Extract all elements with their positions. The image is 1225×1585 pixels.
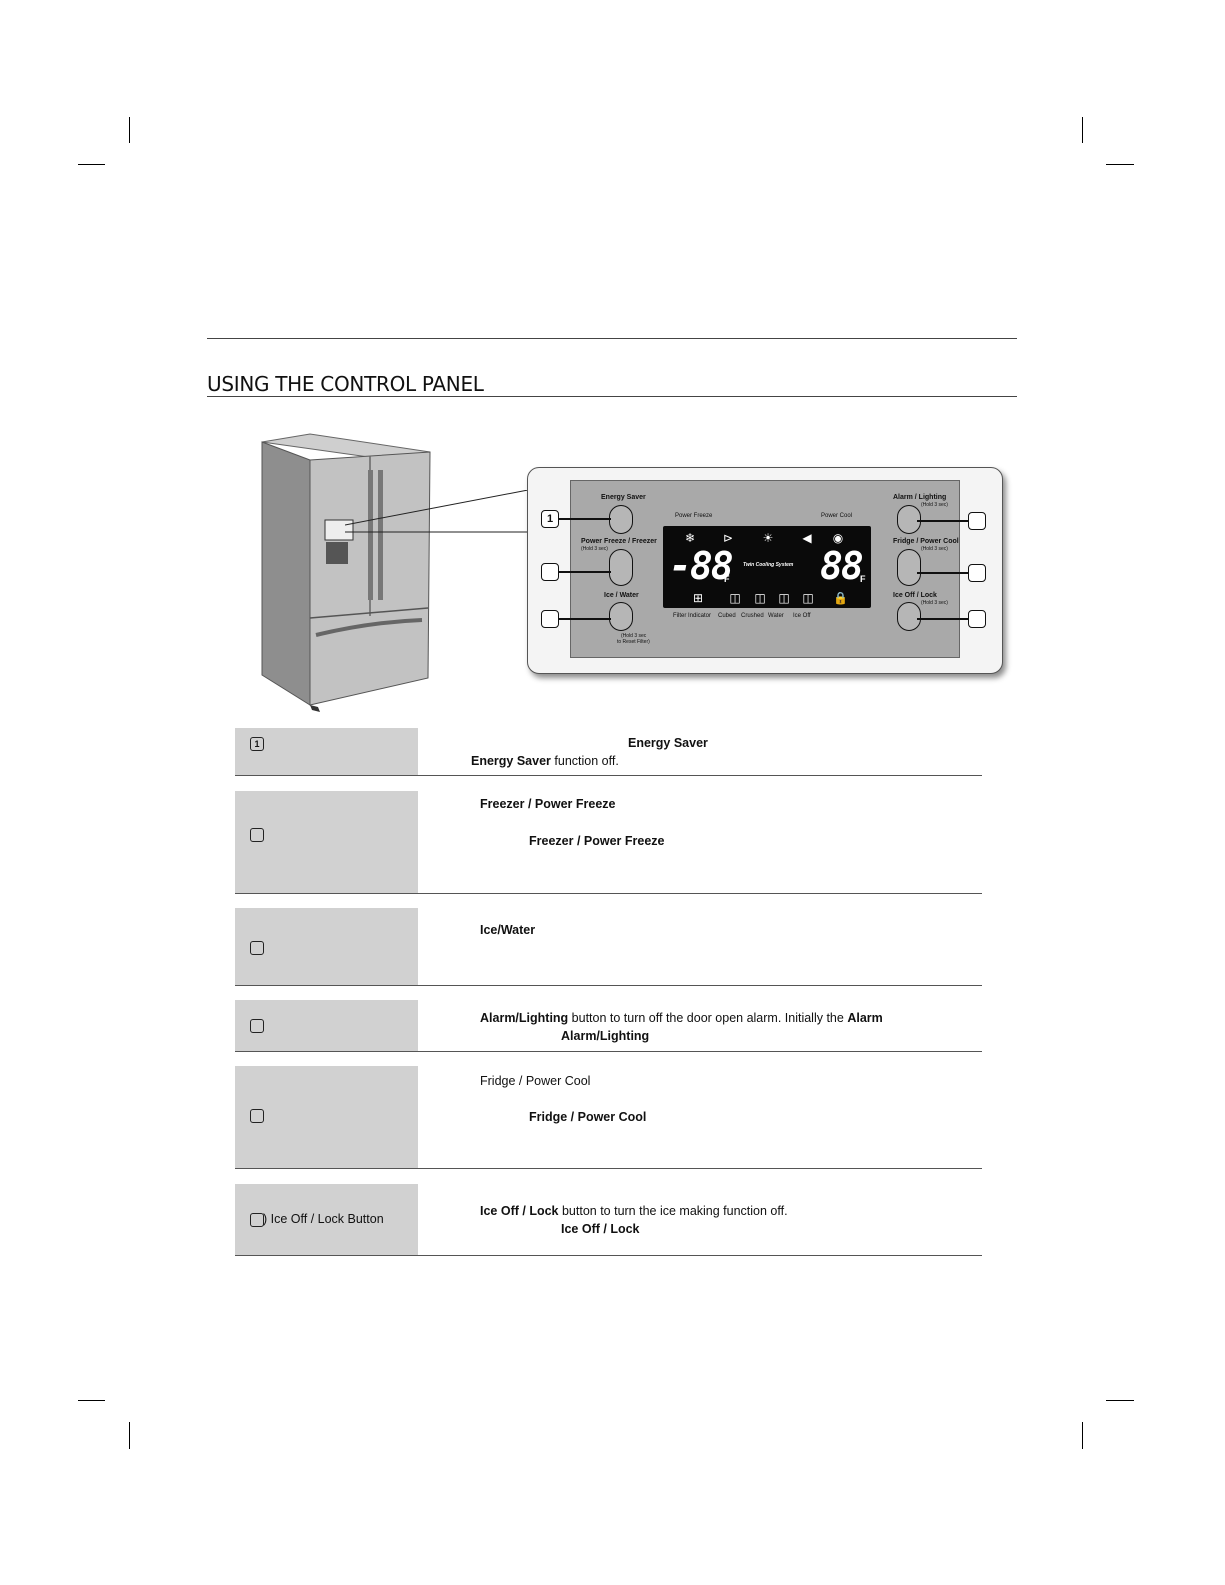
freezer-unit: F (724, 574, 730, 584)
row-text-bold: Freezer / Power Freeze (529, 834, 665, 848)
crushed-label: Crushed (741, 613, 764, 619)
row-label-cell (235, 1000, 418, 1051)
hold-reset-label-1: (Hold 3 sec (621, 633, 647, 639)
hold-3-sec-label: (Hold 3 sec) (921, 600, 948, 606)
crop-mark (129, 117, 130, 143)
fridge-temperature-digits: 88 (820, 544, 864, 588)
water-icon: ◫ (778, 591, 790, 605)
row-text-bold: Alarm/Lighting (561, 1029, 650, 1043)
freezer-temperature-digits: -88 (669, 544, 734, 588)
hold-3-sec-label: (Hold 3 sec) (921, 546, 948, 552)
refrigerator-illustration (261, 433, 431, 712)
callout-leader (917, 572, 968, 574)
power-cool-icon: ◉ (832, 531, 844, 545)
row-label-cell (235, 728, 418, 775)
ice-off-lock-row-label: ) Ice Off / Lock Button (263, 1212, 384, 1226)
table-row: 1 Energy Saver Energy Saver function off… (235, 728, 982, 776)
crop-mark (129, 1422, 130, 1449)
row-text: Ice Off / Lock button to turn the ice ma… (480, 1204, 788, 1218)
callout-leader (559, 518, 611, 520)
cubed-label: Cubed (718, 613, 736, 619)
energy-saver-button[interactable] (609, 505, 633, 534)
power-freeze-label: Power Freeze (675, 513, 713, 519)
ice-off-lock-label: Ice Off / Lock (893, 592, 937, 599)
alarm-lighting-label: Alarm / Lighting (893, 494, 947, 501)
row-text: Alarm/Lighting button to turn off the do… (480, 1011, 883, 1025)
water-label: Water (768, 613, 784, 619)
callout-leader (559, 618, 611, 620)
control-panel: Energy Saver Power Freeze / Freezer (Hol… (527, 467, 1003, 674)
crop-mark (78, 1400, 105, 1401)
callout-leader (559, 571, 611, 573)
row-label-cell (235, 1066, 418, 1168)
callout-2 (541, 563, 559, 581)
row-text-bold: Ice/Water (480, 923, 536, 937)
crushed-icon: ◫ (754, 591, 766, 605)
zoom-lines (345, 490, 529, 533)
crop-mark (1106, 1400, 1134, 1401)
energy-saver-label: Energy Saver (601, 494, 646, 501)
table-row: Alarm/Lighting button to turn off the do… (235, 1000, 982, 1052)
row-label-cell (235, 791, 418, 893)
title-rule (207, 396, 1017, 397)
callout-3 (541, 610, 559, 628)
hold-reset-label-2: to Reset Filter) (617, 639, 650, 645)
row-label-cell (235, 908, 418, 985)
crop-mark (78, 164, 105, 165)
fridge-power-cool-label: Fridge / Power Cool (893, 538, 959, 545)
hold-3-sec-label: (Hold 3 sec) (581, 546, 608, 552)
row-text: Energy Saver function off. (471, 754, 619, 768)
row-text-bold: Energy Saver (628, 736, 708, 750)
filter-indicator-label: Filter Indicator (673, 613, 712, 619)
row-text-bold: Ice Off / Lock (561, 1222, 640, 1236)
twin-cooling-label: Twin Cooling System (743, 562, 794, 568)
ice-water-label: Ice / Water (604, 592, 639, 599)
callout-5 (968, 564, 986, 582)
fridge-power-cool-button[interactable] (897, 549, 921, 586)
power-freeze-freezer-label: Power Freeze / Freezer (581, 538, 657, 545)
crop-mark (1082, 117, 1083, 143)
row-number-box (250, 828, 264, 842)
callout-1: 1 (541, 510, 559, 528)
callout-6 (968, 610, 986, 628)
row-number-box (250, 1019, 264, 1033)
row-text: Fridge / Power Cool (480, 1074, 591, 1088)
ice-off-label: Ice Off (793, 613, 811, 619)
power-freeze-freezer-button[interactable] (609, 549, 633, 586)
ice-water-button[interactable] (609, 602, 633, 631)
row-text-bold: Fridge / Power Cool (529, 1110, 647, 1124)
energy-saver-icon: ⊳ (722, 531, 734, 545)
lock-icon: 🔒 (833, 591, 848, 605)
row-number-box (250, 1109, 264, 1123)
crop-mark (1106, 164, 1134, 165)
callout-4 (968, 512, 986, 530)
snowflake-icon: ❄ (684, 531, 696, 545)
table-row: Fridge / Power Cool Fridge / Power Cool (235, 1066, 982, 1169)
callout-leader (917, 618, 968, 620)
table-row: Freezer / Power Freeze Freezer / Power F… (235, 791, 982, 894)
row-number-box: 1 (250, 737, 264, 751)
alarm-lighting-button[interactable] (897, 505, 921, 534)
crop-mark (1082, 1422, 1083, 1449)
light-icon: ☀ (762, 531, 774, 545)
table-row: Ice/Water (235, 908, 982, 986)
table-row: ) Ice Off / Lock Button Ice Off / Lock b… (235, 1184, 982, 1256)
cubed-icon: ◫ (729, 591, 741, 605)
row-number-box (250, 1213, 264, 1227)
callout-leader (917, 520, 968, 522)
alarm-icon: ◀ (802, 531, 812, 545)
control-panel-face: Energy Saver Power Freeze / Freezer (Hol… (570, 480, 960, 658)
hold-3-sec-label: (Hold 3 sec) (921, 502, 948, 508)
row-number-box (250, 941, 264, 955)
filter-icon: ⊞ (692, 591, 704, 605)
power-cool-label: Power Cool (821, 513, 853, 519)
top-rule (207, 338, 1017, 339)
ice-off-lock-button[interactable] (897, 602, 921, 631)
fridge-unit: F (860, 574, 866, 584)
ice-off-icon: ◫ (802, 591, 814, 605)
temperature-display: ❄ ⊳ ☀ ◀ ◉ -88 F Twin Cooling System 88 F… (663, 526, 871, 608)
page-title: USING THE CONTROL PANEL (207, 372, 484, 396)
row-text-bold: Freezer / Power Freeze (480, 797, 616, 811)
row-label-cell (235, 1184, 418, 1255)
